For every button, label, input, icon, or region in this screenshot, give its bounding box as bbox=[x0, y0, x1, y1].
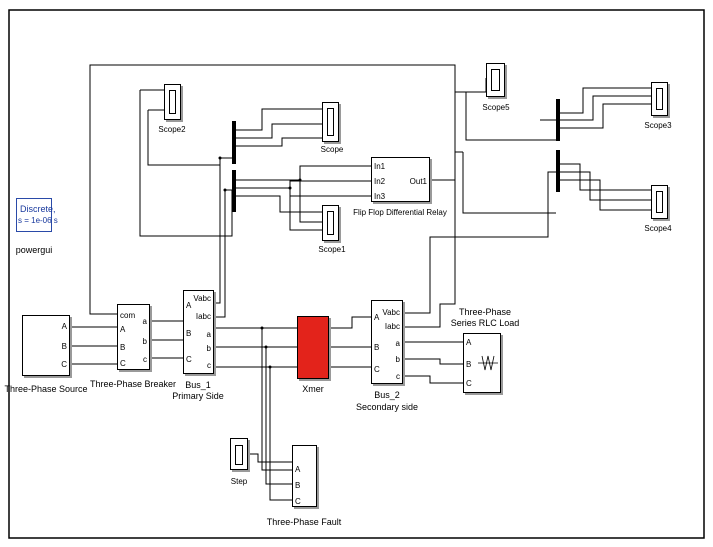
transformer-block[interactable] bbox=[297, 316, 329, 379]
bus1-port-b-in: B bbox=[186, 329, 192, 338]
fault-port-a: A bbox=[295, 465, 301, 474]
bus1-measurement-block[interactable]: A B C Vabc Iabc a b c bbox=[183, 290, 214, 374]
frame-border bbox=[8, 9, 705, 539]
breaker-port-b-out: b bbox=[142, 337, 147, 346]
load-port-a: A bbox=[466, 338, 472, 347]
step-label: Step bbox=[230, 477, 248, 486]
load-label-line2: Series RLC Load bbox=[450, 318, 520, 328]
scope5-block[interactable] bbox=[486, 63, 505, 97]
bus2-label-name: Bus_2 bbox=[374, 390, 400, 400]
bus1-port-a-in: A bbox=[186, 301, 192, 310]
source-port-b: B bbox=[61, 342, 67, 351]
scope4-block[interactable] bbox=[651, 185, 668, 219]
relay-port-in3: In3 bbox=[374, 192, 386, 201]
source-port-a: A bbox=[61, 322, 67, 331]
scope1-label: Scope1 bbox=[318, 245, 346, 254]
bus2-label-side: Secondary side bbox=[355, 402, 419, 412]
bus1-label-name: Bus_1 bbox=[185, 380, 211, 390]
bus1-port-a-out: a bbox=[206, 330, 211, 339]
powergui-label: powergui bbox=[15, 245, 53, 255]
scope3-block[interactable] bbox=[651, 82, 668, 116]
three-phase-source-block[interactable]: A B C bbox=[22, 315, 70, 376]
fault-port-b: B bbox=[295, 481, 301, 490]
powergui-sample-time: s = 1e-06 s bbox=[18, 216, 58, 225]
bus1-label-side: Primary Side bbox=[172, 391, 224, 401]
relay-port-in1: In1 bbox=[374, 162, 386, 171]
demux-bar-right-bottom[interactable] bbox=[556, 150, 560, 192]
scope-block[interactable] bbox=[322, 102, 339, 142]
demux-bar-bottom[interactable] bbox=[232, 170, 236, 212]
breaker-port-a-out: a bbox=[142, 317, 147, 326]
powergui-mode: Discrete, bbox=[20, 204, 56, 214]
fault-port-c: C bbox=[295, 497, 301, 506]
bus1-port-vabc: Vabc bbox=[193, 294, 211, 303]
bus1-port-c-in: C bbox=[186, 355, 192, 364]
load-port-b: B bbox=[466, 360, 472, 369]
fault-label: Three-Phase Fault bbox=[266, 517, 342, 527]
bus2-port-iabc: Iabc bbox=[384, 322, 400, 331]
bus2-port-a-out: a bbox=[395, 339, 400, 348]
scope4-label: Scope4 bbox=[644, 224, 672, 233]
scope2-label: Scope2 bbox=[158, 125, 186, 134]
relay-label: Flip Flop Differential Relay bbox=[353, 208, 447, 217]
relay-port-in2: In2 bbox=[374, 177, 386, 186]
scope2-block[interactable] bbox=[164, 84, 181, 120]
demux-bar-right-top[interactable] bbox=[556, 99, 560, 141]
breaker-label: Three-Phase Breaker bbox=[89, 379, 177, 389]
xmer-label: Xmer bbox=[302, 384, 324, 394]
breaker-port-com: com bbox=[120, 311, 136, 320]
bus2-port-vabc: Vabc bbox=[382, 308, 400, 317]
load-symbol bbox=[478, 355, 498, 371]
scope3-label: Scope3 bbox=[644, 121, 672, 130]
bus2-port-c-out: c bbox=[396, 372, 400, 381]
breaker-port-a-in: A bbox=[120, 325, 126, 334]
relay-port-out1: Out1 bbox=[409, 177, 427, 186]
bus2-port-a-in: A bbox=[374, 313, 380, 322]
demux-bar-top[interactable] bbox=[232, 121, 236, 164]
scope5-label: Scope5 bbox=[482, 103, 510, 112]
bus2-port-b-out: b bbox=[395, 355, 400, 364]
breaker-port-c-in: C bbox=[120, 359, 126, 368]
scope-label: Scope bbox=[320, 145, 344, 154]
differential-relay-block[interactable]: In1 In2 In3 Out1 bbox=[371, 157, 430, 202]
bus1-port-iabc: Iabc bbox=[195, 312, 211, 321]
bus2-measurement-block[interactable]: A B C Vabc Iabc a b c bbox=[371, 300, 403, 384]
three-phase-fault-block[interactable]: A B C bbox=[292, 445, 317, 507]
scope1-block[interactable] bbox=[322, 205, 339, 241]
bus1-port-c-out: c bbox=[207, 361, 211, 370]
breaker-port-b-in: B bbox=[120, 343, 126, 352]
powergui-block[interactable]: Discrete, s = 1e-06 s bbox=[16, 198, 58, 232]
source-port-c: C bbox=[61, 360, 67, 369]
step-block[interactable] bbox=[230, 438, 248, 470]
load-port-c: C bbox=[466, 379, 472, 388]
source-label: Three-Phase Source bbox=[4, 384, 88, 394]
three-phase-breaker-block[interactable]: com A B C a b c bbox=[117, 304, 150, 370]
bus1-port-b-out: b bbox=[206, 344, 211, 353]
load-label-line1: Three-Phase bbox=[458, 307, 512, 317]
rlc-load-block[interactable]: A B C bbox=[463, 333, 501, 393]
bus2-port-c-in: C bbox=[374, 365, 380, 374]
bus2-port-b-in: B bbox=[374, 343, 380, 352]
breaker-port-c-out: c bbox=[143, 355, 147, 364]
